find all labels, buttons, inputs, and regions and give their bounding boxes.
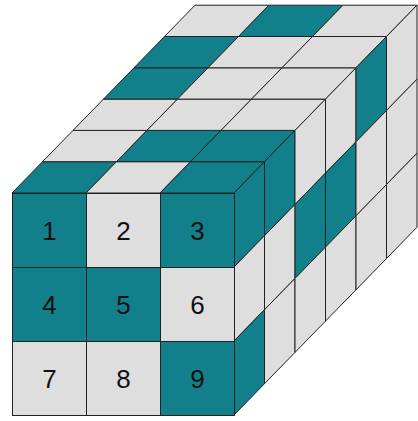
side-face-cell [295, 247, 326, 352]
cell-number: 5 [116, 292, 130, 318]
numbered-cube: 4 [12, 267, 87, 342]
numbered-cube: 2 [86, 193, 161, 268]
cell-number: 6 [190, 292, 204, 318]
numbered-cube: 8 [86, 341, 161, 416]
side-face-cell [387, 153, 418, 258]
side-face-cell [234, 310, 265, 415]
side-face-cell [356, 185, 387, 290]
side-face-cell [265, 278, 296, 383]
cell-number: 2 [116, 218, 130, 244]
numbered-cube: 9 [160, 341, 235, 416]
numbered-cube: 3 [160, 193, 235, 268]
numbered-cube: 6 [160, 267, 235, 342]
cell-number: 3 [190, 218, 204, 244]
numbered-cube: 7 [12, 341, 87, 416]
cell-number: 4 [42, 292, 56, 318]
cell-number: 7 [42, 366, 56, 392]
cell-number: 9 [190, 366, 204, 392]
numbered-cube: 5 [86, 267, 161, 342]
numbered-cube: 1 [12, 193, 87, 268]
side-face-cell [326, 216, 357, 321]
cell-number: 8 [116, 366, 130, 392]
cell-number: 1 [42, 218, 56, 244]
